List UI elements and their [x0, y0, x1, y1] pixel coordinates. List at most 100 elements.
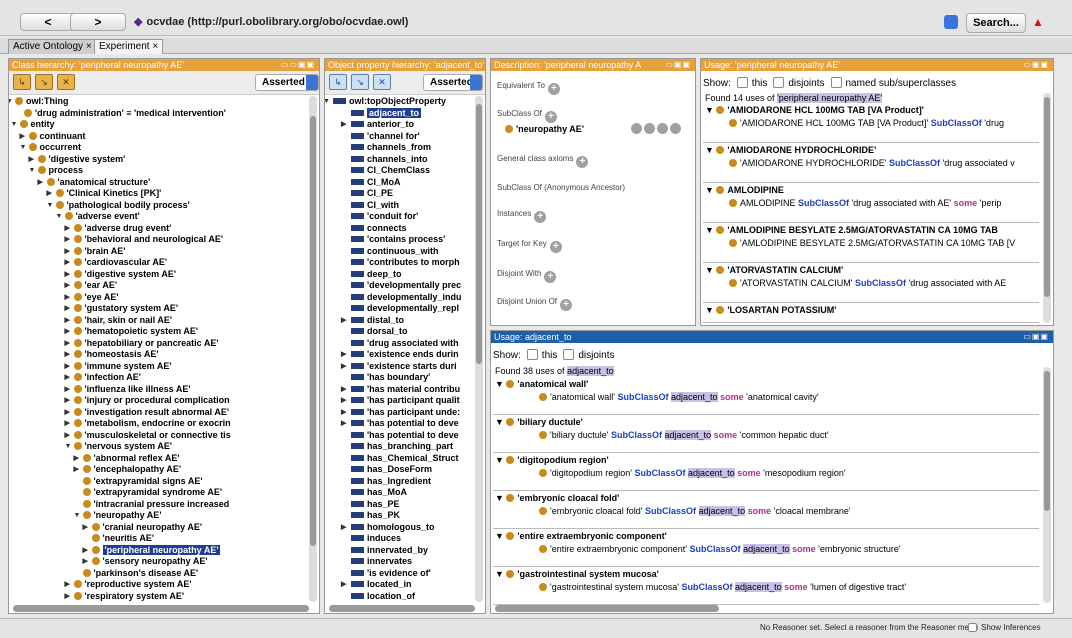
collapsed-icon[interactable]: ▶	[64, 270, 70, 278]
usage-axiom[interactable]: AMLODIPINE SubClassOf 'drug associated w…	[703, 198, 1039, 208]
expanded-icon[interactable]: ▼	[495, 569, 507, 579]
collapsed-icon[interactable]: ▶	[64, 385, 70, 393]
collapsed-icon[interactable]: ▶	[64, 282, 70, 289]
collapsed-icon[interactable]: ▶	[73, 466, 79, 473]
delete-icon[interactable]	[657, 123, 668, 134]
usage-entry-header[interactable]: ▼ 'LOSARTAN POTASSIUM'	[703, 305, 1039, 315]
collapsed-icon[interactable]: ▶	[64, 351, 70, 358]
scroll-thumb[interactable]	[310, 116, 316, 546]
expanded-icon[interactable]: ▼	[495, 455, 507, 465]
scroll-thumb[interactable]	[1044, 97, 1050, 297]
usage-scrollbar[interactable]	[1043, 367, 1051, 603]
collapsed-icon[interactable]: ▶	[64, 397, 70, 404]
property-tree-scrollbar[interactable]	[475, 96, 483, 602]
property-tree-hscrollbar[interactable]	[329, 605, 475, 612]
panel-controls[interactable]: ▭▣▣	[665, 60, 691, 69]
panel-controls[interactable]: ▭▣▣	[1023, 332, 1049, 341]
annotate-icon[interactable]	[631, 123, 642, 134]
usage-entry-header[interactable]: ▼ AMLODIPINE	[703, 185, 1039, 195]
usage-axiom[interactable]: 'biliary ductule' SubClassOf adjacent_to…	[493, 430, 1039, 440]
usage-entry-header[interactable]: ▼ 'AMIODARONE HCL 100MG TAB [VA Product]…	[703, 105, 1039, 115]
expanded-icon[interactable]: ▼	[46, 201, 54, 209]
usage-entry-header[interactable]: ▼ 'gastrointestinal system mucosa'	[493, 569, 1039, 579]
this-checkbox[interactable]	[526, 349, 538, 360]
collapsed-icon[interactable]: ▶	[341, 351, 347, 358]
collapsed-icon[interactable]: ▶	[64, 247, 70, 255]
collapsed-icon[interactable]: ▶	[341, 385, 347, 393]
add-subclass-button[interactable]: ↳	[13, 74, 31, 90]
collapsed-icon[interactable]: ▶	[64, 431, 70, 439]
expanded-icon[interactable]: ▼	[495, 417, 507, 427]
expanded-icon[interactable]: ▼	[705, 265, 717, 275]
usage-entry-header[interactable]: ▼ 'entire extraembryonic component'	[493, 531, 1039, 541]
expanded-icon[interactable]: ▼	[73, 512, 81, 519]
expanded-icon[interactable]: ▼	[495, 493, 507, 503]
usage-entry-header[interactable]: ▼ 'AMLODIPINE BESYLATE 2.5MG/ATORVASTATI…	[703, 225, 1039, 235]
search-button[interactable]: Search...	[966, 13, 1026, 33]
expanded-icon[interactable]: ▼	[325, 96, 331, 108]
explain-icon[interactable]	[644, 123, 655, 134]
expanded-icon[interactable]: ▼	[705, 105, 717, 115]
expanded-icon[interactable]: ▼	[705, 145, 717, 155]
collapsed-icon[interactable]: ▶	[64, 293, 70, 301]
expanded-icon[interactable]: ▼	[64, 443, 72, 450]
alert-icon[interactable]: ▲	[1032, 15, 1044, 29]
delete-class-button[interactable]: ✕	[57, 74, 75, 90]
property-mode-select[interactable]: Asserted	[423, 74, 483, 91]
usage-axiom[interactable]: 'ATORVASTATIN CALCIUM' SubClassOf 'drug …	[703, 278, 1039, 288]
add-icon[interactable]: +	[544, 111, 557, 123]
usage-axiom[interactable]: 'entire extraembryonic component' SubCla…	[493, 544, 1039, 554]
collapsed-icon[interactable]: ▶	[73, 454, 79, 462]
ontology-selector[interactable]: ◆ocvdae (http://purl.obolibrary.org/obo/…	[134, 13, 954, 31]
collapsed-icon[interactable]: ▶	[64, 581, 70, 588]
class-tree-scrollbar[interactable]	[309, 96, 317, 602]
usage-scrollbar[interactable]	[1043, 93, 1051, 323]
usage-hscrollbar[interactable]	[495, 605, 719, 612]
expanded-icon[interactable]: ▼	[9, 96, 14, 108]
collapsed-icon[interactable]: ▶	[64, 305, 70, 312]
show-inferences-toggle[interactable]: Show Inferences	[968, 623, 1041, 632]
named-checkbox[interactable]	[830, 77, 842, 88]
forward-button[interactable]: >	[70, 13, 126, 31]
add-sibling-button[interactable]: ↘	[35, 74, 53, 90]
expanded-icon[interactable]: ▼	[705, 185, 717, 195]
add-icon[interactable]: +	[544, 271, 557, 283]
add-icon[interactable]: +	[560, 299, 573, 311]
collapsed-icon[interactable]: ▶	[64, 420, 70, 427]
collapsed-icon[interactable]: ▶	[341, 121, 347, 128]
panel-controls[interactable]: ▭▭▣▣	[280, 60, 315, 69]
usage-axiom[interactable]: 'digitopodium region' SubClassOf adjacen…	[493, 468, 1039, 478]
expanded-icon[interactable]: ▼	[705, 225, 717, 235]
expanded-icon[interactable]: ▼	[705, 305, 717, 315]
add-sibling-property-button[interactable]: ↘	[351, 74, 369, 90]
collapsed-icon[interactable]: ▶	[64, 374, 70, 381]
collapsed-icon[interactable]: ▶	[64, 328, 70, 335]
delete-property-button[interactable]: ✕	[373, 74, 391, 90]
subclass-entry[interactable]: 'neuropathy AE'	[505, 124, 584, 134]
usage-axiom[interactable]: 'embryonic cloacal fold' SubClassOf adja…	[493, 506, 1039, 516]
collapsed-icon[interactable]: ▶	[341, 362, 347, 370]
usage-entry-header[interactable]: ▼ 'biliary ductule'	[493, 417, 1039, 427]
hierarchy-mode-select[interactable]: Asserted	[255, 74, 319, 91]
class-tree-hscrollbar[interactable]	[13, 605, 309, 612]
usage-entry-header[interactable]: ▼ 'digitopodium region'	[493, 455, 1039, 465]
add-subproperty-button[interactable]: ↳	[329, 74, 347, 90]
expanded-icon[interactable]: ▼	[19, 144, 27, 151]
scroll-thumb[interactable]	[1044, 371, 1050, 511]
disjoints-checkbox[interactable]	[773, 77, 785, 88]
collapsed-icon[interactable]: ▶	[82, 558, 88, 565]
collapsed-icon[interactable]: ▶	[341, 408, 347, 416]
collapsed-icon[interactable]: ▶	[64, 259, 70, 266]
tab-experiment[interactable]: Experiment ×	[94, 39, 164, 54]
tab-active-ontology[interactable]: Active Ontology ×	[8, 39, 97, 54]
collapsed-icon[interactable]: ▶	[341, 523, 347, 531]
collapsed-icon[interactable]: ▶	[64, 339, 70, 347]
back-button[interactable]: <	[20, 13, 76, 31]
add-icon[interactable]: +	[547, 83, 560, 95]
usage-axiom[interactable]: 'AMIODARONE HYDROCHLORIDE' SubClassOf 'd…	[703, 158, 1039, 168]
usage-axiom[interactable]: 'anatomical wall' SubClassOf adjacent_to…	[493, 392, 1039, 402]
expanded-icon[interactable]: ▼	[55, 213, 63, 220]
collapsed-icon[interactable]: ▶	[341, 420, 347, 427]
collapsed-icon[interactable]: ▶	[28, 155, 34, 163]
edit-icon[interactable]	[670, 123, 681, 134]
